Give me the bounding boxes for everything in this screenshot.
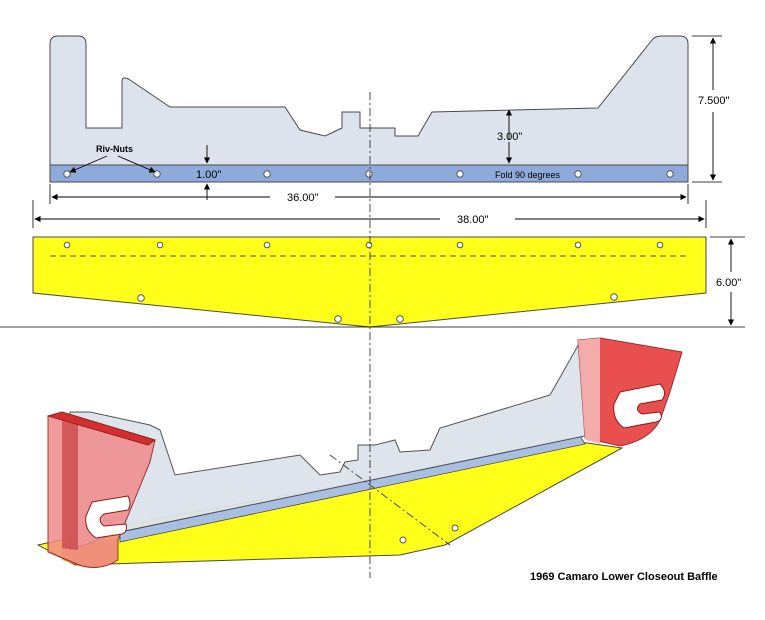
bottom-hole <box>456 241 464 249</box>
iso-bottom-holes <box>399 524 459 544</box>
riv-nuts-label: Riv-Nuts <box>96 144 133 154</box>
isometric-assembly <box>36 337 683 568</box>
iso-left-slot <box>85 495 131 539</box>
iso-hole <box>451 524 459 532</box>
total-height-label: 7.500" <box>698 95 730 107</box>
iso-right-end-plate-edge <box>578 338 600 444</box>
bottom-hole <box>63 241 71 249</box>
bottom-depth-label: 6.00" <box>716 277 741 289</box>
cutout-dim-label: 3.00" <box>497 131 522 143</box>
bottom-hole <box>610 293 618 301</box>
bottom-depth-dimension: 6.00" <box>0 236 745 328</box>
bottom-hole <box>156 241 164 249</box>
bottom-flat-panel <box>32 236 707 328</box>
inner-width-label: 36.00" <box>287 192 319 204</box>
flange-dim-label: 1.00" <box>196 169 221 181</box>
outer-width-dimension: 38.00" <box>32 200 707 228</box>
bottom-hole <box>334 315 342 323</box>
bottom-holes <box>63 241 664 323</box>
riv-nuts-leader-right <box>117 155 156 173</box>
iso-hole <box>399 536 407 544</box>
riv-nut-holes <box>63 170 674 178</box>
riv-nut-hole <box>365 170 373 178</box>
riv-nuts-leader-left <box>69 155 108 173</box>
riv-nut-hole <box>456 170 464 178</box>
outer-width-label: 38.00" <box>457 214 489 226</box>
bottom-panel-body <box>32 236 707 328</box>
bottom-hole <box>263 241 271 249</box>
bottom-hole <box>396 315 404 323</box>
upper-panel-body <box>49 35 689 166</box>
bottom-hole <box>137 294 145 302</box>
riv-nut-hole <box>666 170 674 178</box>
riv-nut-hole <box>574 170 582 178</box>
iso-diagonal-centerline <box>329 454 451 546</box>
inner-width-dimension: 36.00" <box>49 184 689 204</box>
riv-nut-hole <box>263 170 271 178</box>
riv-nut-hole <box>63 170 71 178</box>
iso-left-end-plate-top <box>46 411 156 446</box>
fold-label: Fold 90 degrees <box>495 170 561 180</box>
drawing-title: 1969 Camaro Lower Closeout Baffle <box>530 571 718 583</box>
iso-left-end-plate-edge <box>62 412 78 550</box>
bottom-hole <box>365 241 373 249</box>
upper-flat-panel: Riv-Nuts Fold 90 degrees 1.00" 3.00" <box>49 35 689 200</box>
iso-right-slot <box>613 383 666 429</box>
total-height-dimension: 7.500" <box>692 35 730 183</box>
bottom-hole <box>574 241 582 249</box>
bottom-hole <box>656 241 664 249</box>
